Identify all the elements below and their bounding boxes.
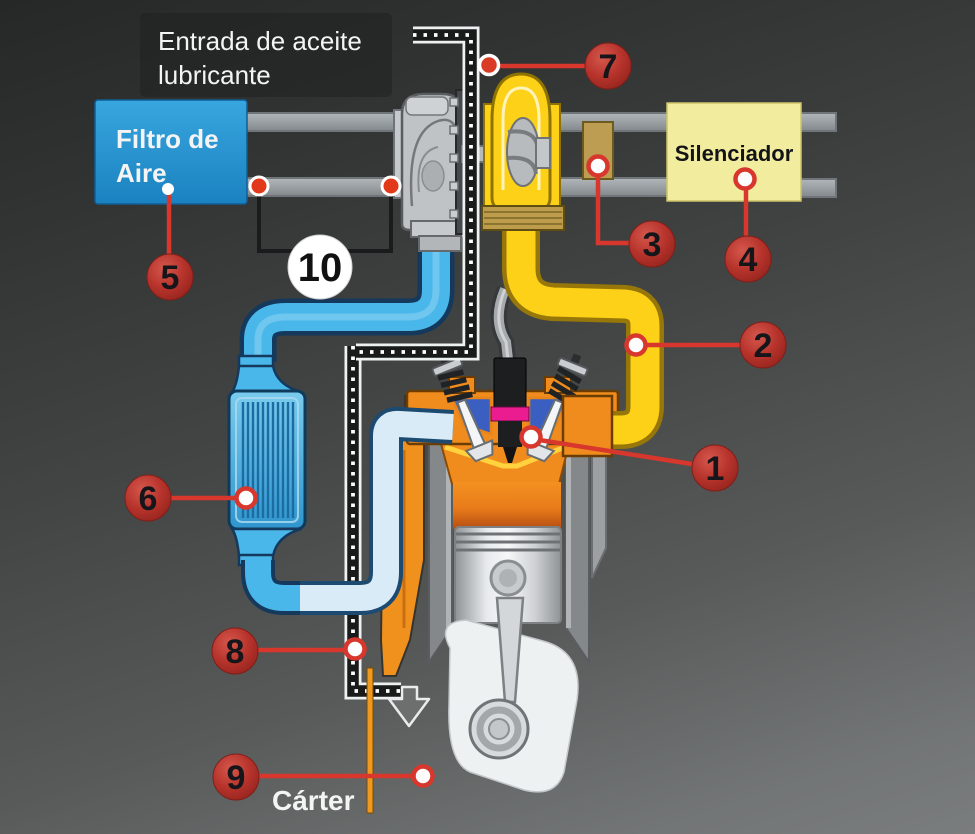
muffler-label: Silenciador xyxy=(675,141,794,166)
callout-8-dot xyxy=(343,637,367,661)
callout-1-line xyxy=(530,436,701,468)
crankcase-label: Cárter xyxy=(272,785,355,816)
callout-3-number: 3 xyxy=(643,226,662,264)
callout-6-dot xyxy=(234,486,258,510)
air-filter-label-line1: Filtro de xyxy=(116,124,219,154)
callout-8-circle xyxy=(211,627,259,675)
callouts: 1 2 3 4 5 6 7 8 xyxy=(124,42,787,801)
callout-3-circle xyxy=(628,220,676,268)
muffler-box: Silenciador xyxy=(666,102,802,202)
callout-7-circle xyxy=(584,42,632,90)
turbine-wheel xyxy=(506,117,551,187)
callout-4-circle xyxy=(724,235,772,283)
callout-7-dot xyxy=(477,53,501,77)
oil-drain-trickle xyxy=(366,667,374,814)
exhaust-pipe xyxy=(502,218,664,449)
crankshaft-journal xyxy=(468,698,530,760)
callout-10-dot-left xyxy=(248,175,270,197)
turbine-flange xyxy=(481,205,565,231)
callout-2-circle xyxy=(739,321,787,369)
labels: Entrada de aceite lubricante Cárter xyxy=(158,26,362,816)
callout-1-number: 1 xyxy=(706,450,725,488)
callout-4-dot xyxy=(733,167,757,191)
compressor xyxy=(393,92,470,252)
callout-10-dot-right xyxy=(380,175,402,197)
callout-3-dot xyxy=(586,154,610,178)
oil-inlet-label-line2: lubricante xyxy=(158,60,271,90)
callout-1-circle xyxy=(691,444,739,492)
cylinder-head-details xyxy=(427,285,593,465)
cold-air-pipe xyxy=(239,243,455,362)
callout-4-number: 4 xyxy=(739,241,758,279)
callout-6-circle xyxy=(124,474,172,522)
callout-10: 10 xyxy=(248,175,402,300)
callout-10-number: 10 xyxy=(298,246,343,290)
intercooler xyxy=(227,354,308,615)
callout-10-circle xyxy=(287,234,353,300)
callout-5-number: 5 xyxy=(161,259,180,297)
oil-inlet-label-line1: Entrada de aceite xyxy=(158,26,362,56)
callout-1-dot xyxy=(519,425,543,449)
oil-supply-line xyxy=(356,26,480,361)
air-filter-box: Filtro de Aire xyxy=(94,99,248,205)
callout-8-number: 8 xyxy=(226,633,245,671)
callout-2-dot xyxy=(624,333,648,357)
oil-return-arrow-icon xyxy=(387,685,431,728)
piston xyxy=(454,526,562,624)
charge-air-pipe xyxy=(300,406,454,615)
oil-return-line xyxy=(344,346,431,728)
callout-9-dot xyxy=(411,764,435,788)
fuel-line xyxy=(490,285,517,369)
fuel-injector xyxy=(490,357,530,463)
callout-6-number: 6 xyxy=(139,480,158,518)
intake-duct xyxy=(243,112,409,197)
oil-inlet-note-panel xyxy=(140,13,392,97)
combustion-gas xyxy=(453,482,561,529)
callout-5-dot xyxy=(162,183,174,195)
turbine xyxy=(481,72,565,231)
callout-3-line xyxy=(595,172,632,246)
callout-5-circle xyxy=(146,253,194,301)
air-filter-label-line2: Aire xyxy=(116,158,167,188)
callout-7-number: 7 xyxy=(599,48,618,86)
injector-band xyxy=(490,406,530,422)
connecting-rod xyxy=(495,596,525,704)
callout-9-circle xyxy=(212,753,260,801)
callout-2-number: 2 xyxy=(754,327,773,365)
callout-9-number: 9 xyxy=(227,759,246,797)
